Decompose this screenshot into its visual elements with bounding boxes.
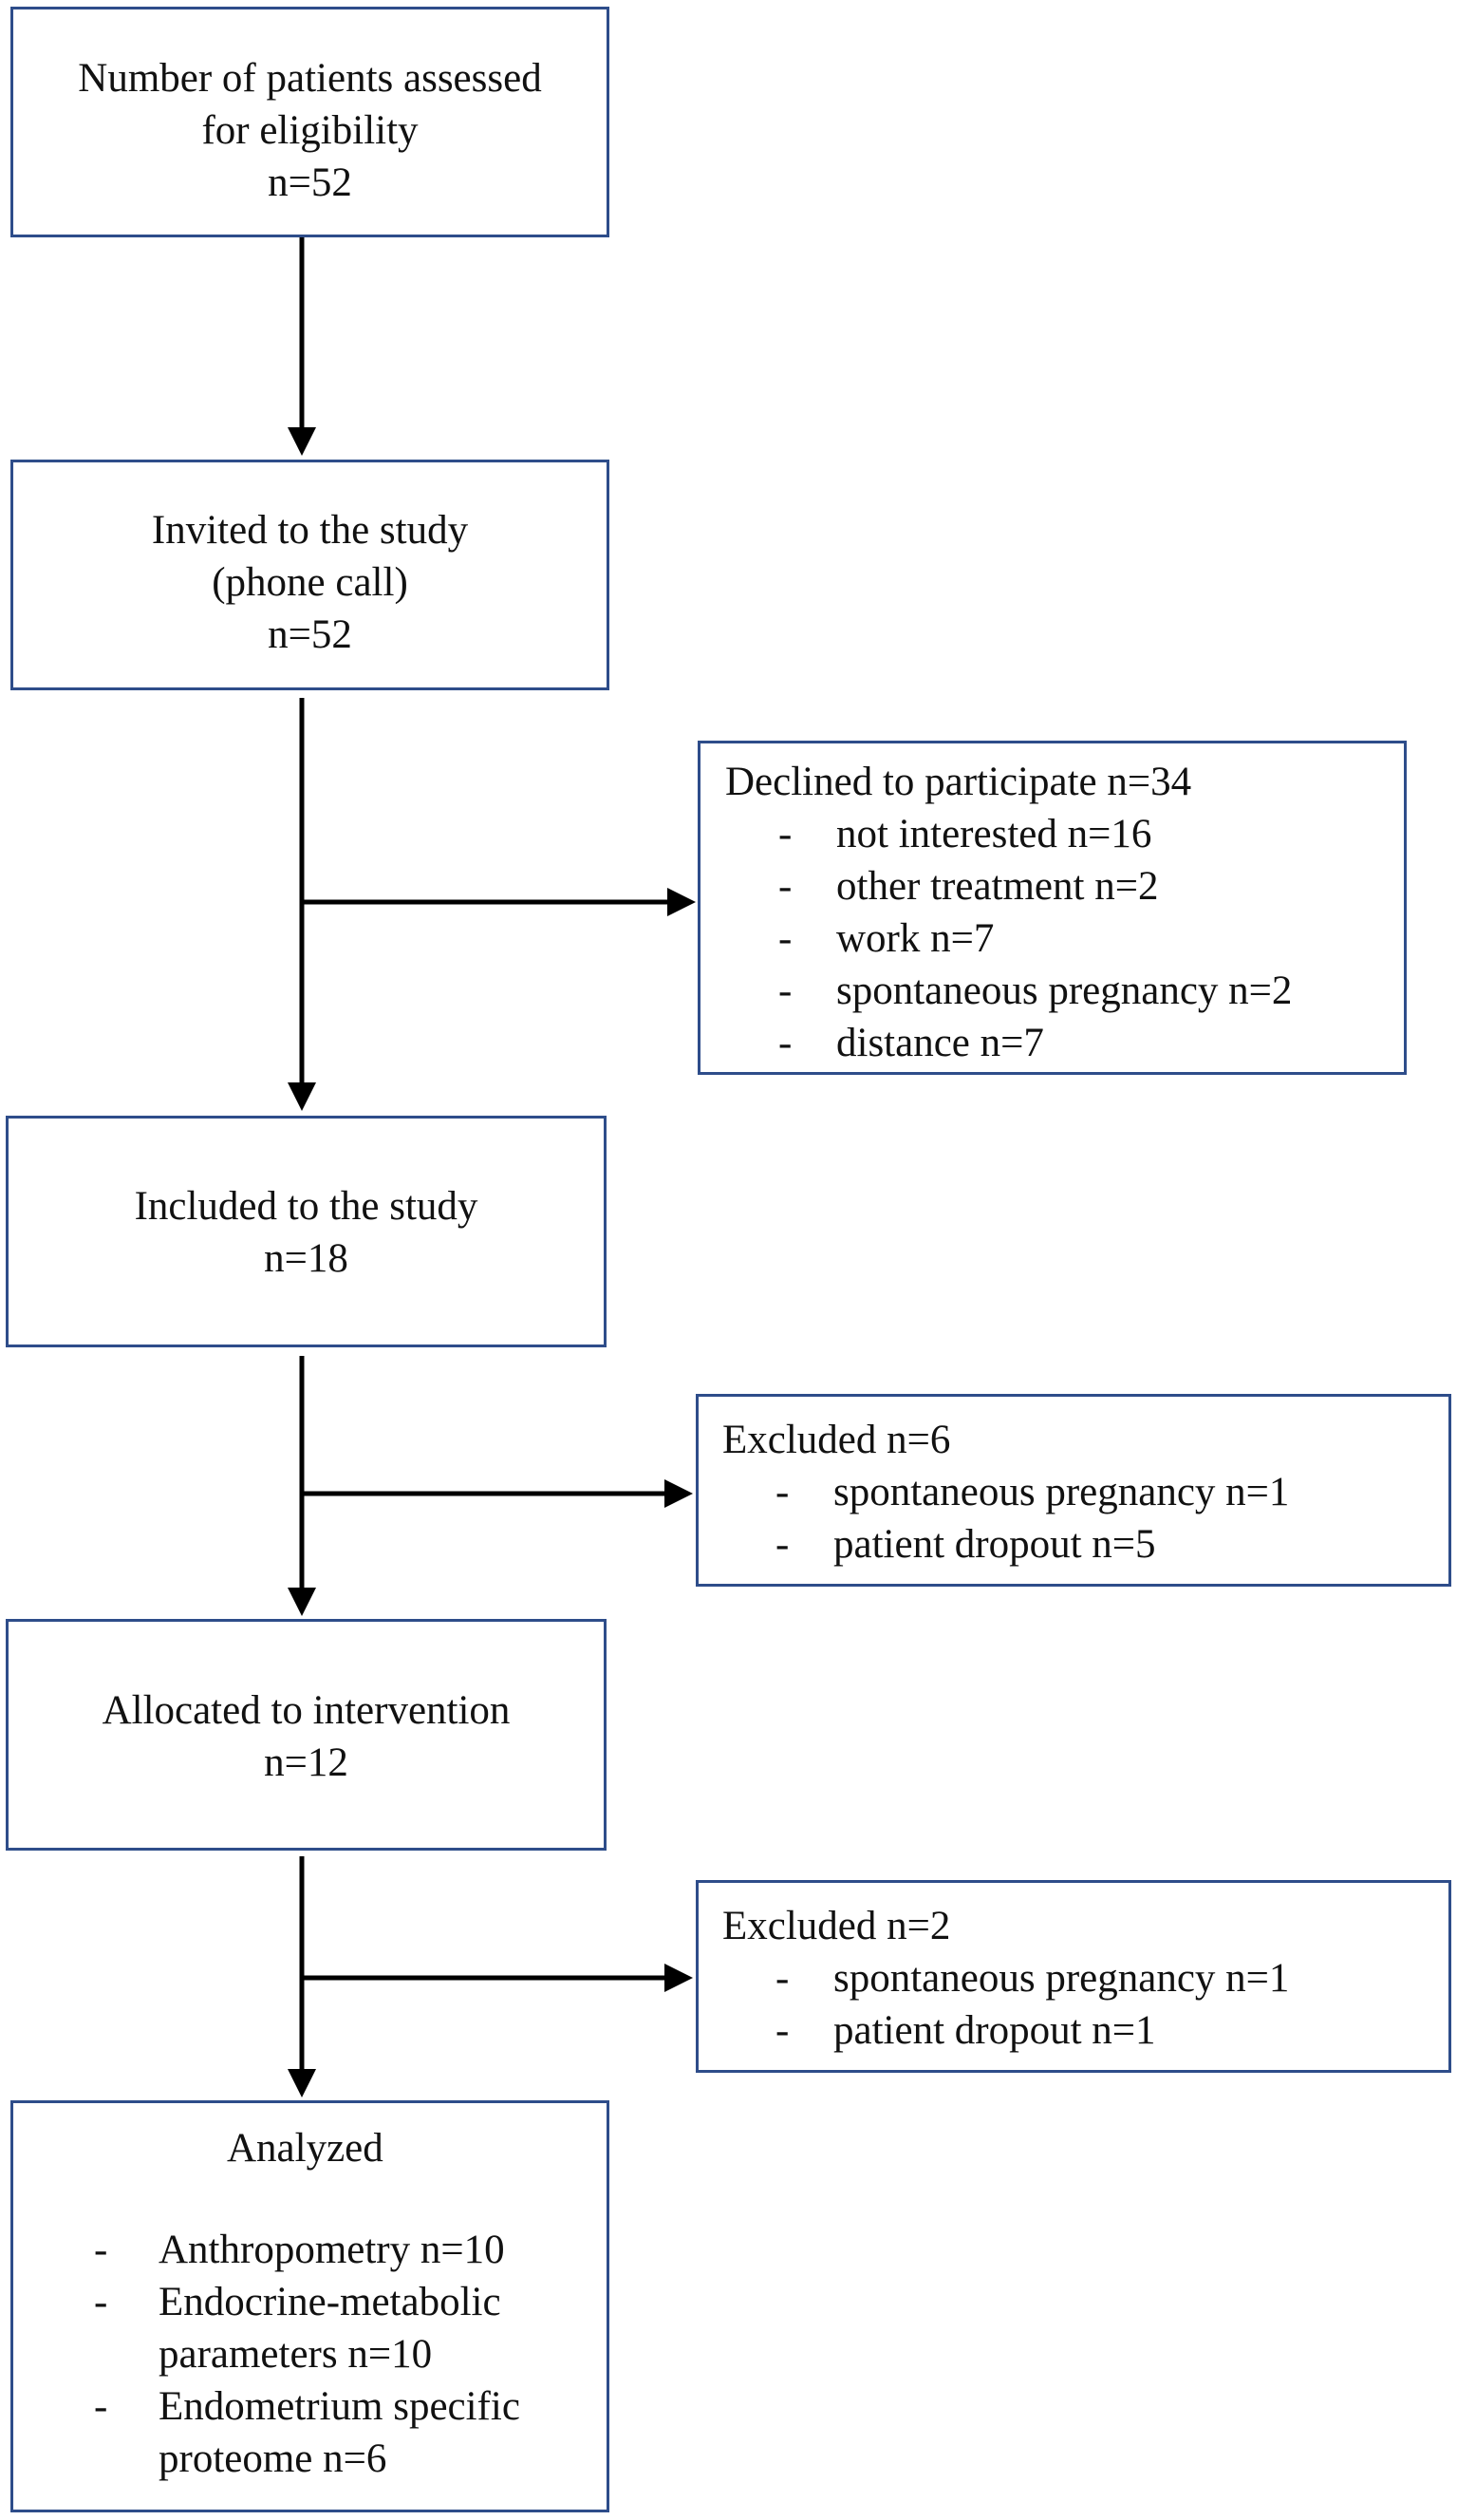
excluded2-item: - patient dropout n=1: [775, 2004, 1448, 2057]
invited-line1: Invited to the study: [151, 508, 469, 553]
excluded1-item-text: spontaneous pregnancy n=1: [833, 1470, 1290, 1514]
analyzed-item-text: Endometrium specific: [159, 2384, 520, 2429]
invited-count: n=52: [268, 612, 352, 657]
declined-box: Declined to participate n=34 - not inter…: [698, 741, 1407, 1075]
declined-title: Declined to participate n=34: [725, 760, 1192, 804]
excluded2-item-text: spontaneous pregnancy n=1: [833, 1956, 1290, 2001]
allocated-count: n=12: [264, 1740, 348, 1785]
excluded-box-2: Excluded n=2 - spontaneous pregnancy n=1…: [696, 1880, 1451, 2073]
declined-item: - spontaneous pregnancy n=2: [778, 965, 1404, 1017]
excluded-box-1: Excluded n=6 - spontaneous pregnancy n=1…: [696, 1394, 1451, 1587]
declined-item-text: work n=7: [836, 916, 995, 961]
excluded1-item: - spontaneous pregnancy n=1: [775, 1466, 1448, 1518]
included-box: Included to the study n=18: [6, 1116, 607, 1347]
excluded1-item: - patient dropout n=5: [775, 1518, 1448, 1570]
dash: -: [778, 1021, 793, 1065]
dash: -: [775, 1470, 790, 1514]
declined-item: - distance n=7: [778, 1017, 1404, 1069]
assessed-count: n=52: [268, 160, 352, 205]
analyzed-item-text: Anthropometry n=10: [159, 2228, 505, 2272]
included-line1: Included to the study: [134, 1184, 478, 1229]
analyzed-item: - Endometrium specific proteome n=6: [94, 2380, 607, 2485]
excluded2-title: Excluded n=2: [722, 1904, 951, 1948]
dash: -: [94, 2228, 108, 2272]
allocated-line1: Allocated to intervention: [102, 1688, 511, 1733]
dash: -: [94, 2384, 108, 2429]
analyzed-item: - Anthropometry n=10: [94, 2224, 607, 2276]
declined-item: - not interested n=16: [778, 808, 1404, 860]
assessed-box: Number of patients assessed for eligibil…: [10, 7, 609, 237]
dash: -: [94, 2280, 108, 2324]
dash: -: [775, 1956, 790, 2001]
declined-item-text: other treatment n=2: [836, 864, 1159, 909]
dash: -: [775, 2008, 790, 2053]
excluded2-item-text: patient dropout n=1: [833, 2008, 1156, 2053]
declined-item: - work n=7: [778, 912, 1404, 965]
declined-item-text: distance n=7: [836, 1021, 1044, 1065]
excluded1-title: Excluded n=6: [722, 1418, 951, 1462]
analyzed-item: - Endocrine-metabolic parameters n=10: [94, 2276, 607, 2380]
excluded1-item-text: patient dropout n=5: [833, 1522, 1156, 1567]
excluded2-item: - spontaneous pregnancy n=1: [775, 1952, 1448, 2004]
invited-line2: (phone call): [212, 560, 408, 605]
dash: -: [778, 916, 793, 961]
analyzed-title: Analyzed: [227, 2126, 383, 2171]
dash: -: [778, 864, 793, 909]
declined-item: - other treatment n=2: [778, 860, 1404, 912]
declined-item-text: not interested n=16: [836, 812, 1152, 856]
analyzed-item-text-cont: proteome n=6: [159, 2436, 387, 2481]
analyzed-item-text-cont: parameters n=10: [159, 2332, 433, 2377]
assessed-line2: for eligibility: [201, 108, 419, 153]
analyzed-box: Analyzed - Anthropometry n=10 - Endocrin…: [10, 2100, 609, 2512]
dash: -: [778, 812, 793, 856]
included-count: n=18: [264, 1236, 348, 1281]
allocated-box: Allocated to intervention n=12: [6, 1619, 607, 1851]
declined-item-text: spontaneous pregnancy n=2: [836, 969, 1293, 1013]
analyzed-item-text: Endocrine-metabolic: [159, 2280, 501, 2324]
invited-box: Invited to the study (phone call) n=52: [10, 460, 609, 690]
dash: -: [775, 1522, 790, 1567]
dash: -: [778, 969, 793, 1013]
assessed-line1: Number of patients assessed: [78, 56, 542, 101]
